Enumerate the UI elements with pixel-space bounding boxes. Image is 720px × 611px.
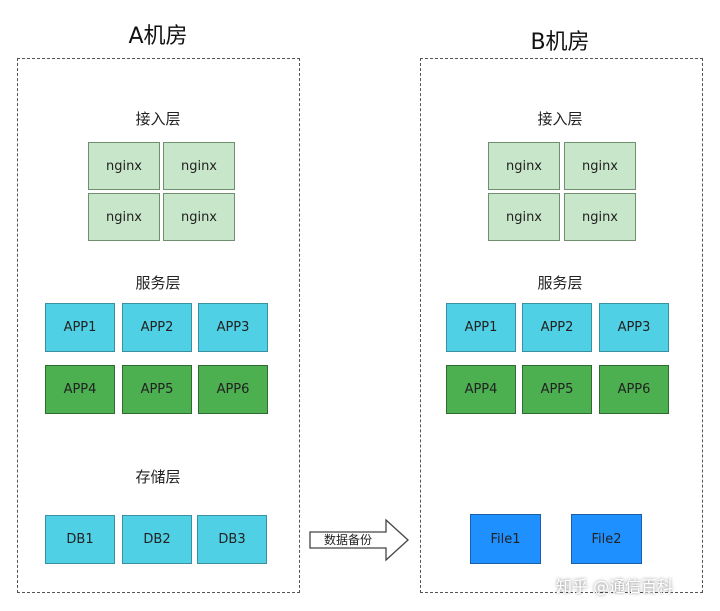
room-a-app-5: APP5 xyxy=(122,365,192,414)
room-b-app-6: APP6 xyxy=(599,365,669,414)
room-a-db-1: DB1 xyxy=(45,515,115,564)
room-b-app-1: APP1 xyxy=(446,303,516,352)
room-b-access-label: 接入层 xyxy=(537,110,583,128)
room-b-app-5: APP5 xyxy=(522,365,592,414)
room-a-service-label: 服务层 xyxy=(135,274,181,292)
room-b-nginx-2: nginx xyxy=(564,142,636,190)
room-b-file-2: File2 xyxy=(571,514,642,564)
room-a-box xyxy=(17,58,300,593)
room-b-nginx-3: nginx xyxy=(488,193,560,241)
room-b-app-2: APP2 xyxy=(522,303,592,352)
data-backup-arrow xyxy=(309,518,409,562)
room-b-app-4: APP4 xyxy=(446,365,516,414)
room-b-file-1: File1 xyxy=(470,514,541,564)
room-a-app-2: APP2 xyxy=(122,303,192,352)
room-a-nginx-1: nginx xyxy=(88,142,160,190)
room-a-app-4: APP4 xyxy=(45,365,115,414)
room-a-app-6: APP6 xyxy=(198,365,268,414)
room-b-service-label: 服务层 xyxy=(537,274,583,292)
room-a-access-label: 接入层 xyxy=(135,110,181,128)
data-backup-label: 数据备份 xyxy=(323,533,372,547)
room-a-storage-label: 存储层 xyxy=(135,468,181,486)
room-a-app-1: APP1 xyxy=(45,303,115,352)
room-b-app-3: APP3 xyxy=(599,303,669,352)
room-a-db-3: DB3 xyxy=(197,515,267,564)
watermark: 知乎 @通信百科 xyxy=(556,577,674,596)
room-a-app-3: APP3 xyxy=(198,303,268,352)
room-b-box xyxy=(420,58,703,593)
room-b-nginx-4: nginx xyxy=(564,193,636,241)
room-b-title: B机房 xyxy=(530,30,590,55)
room-a-nginx-3: nginx xyxy=(88,193,160,241)
room-a-nginx-2: nginx xyxy=(163,142,235,190)
room-b-nginx-1: nginx xyxy=(488,142,560,190)
room-a-title: A机房 xyxy=(128,24,188,49)
room-a-nginx-4: nginx xyxy=(163,193,235,241)
room-a-db-2: DB2 xyxy=(122,515,192,564)
